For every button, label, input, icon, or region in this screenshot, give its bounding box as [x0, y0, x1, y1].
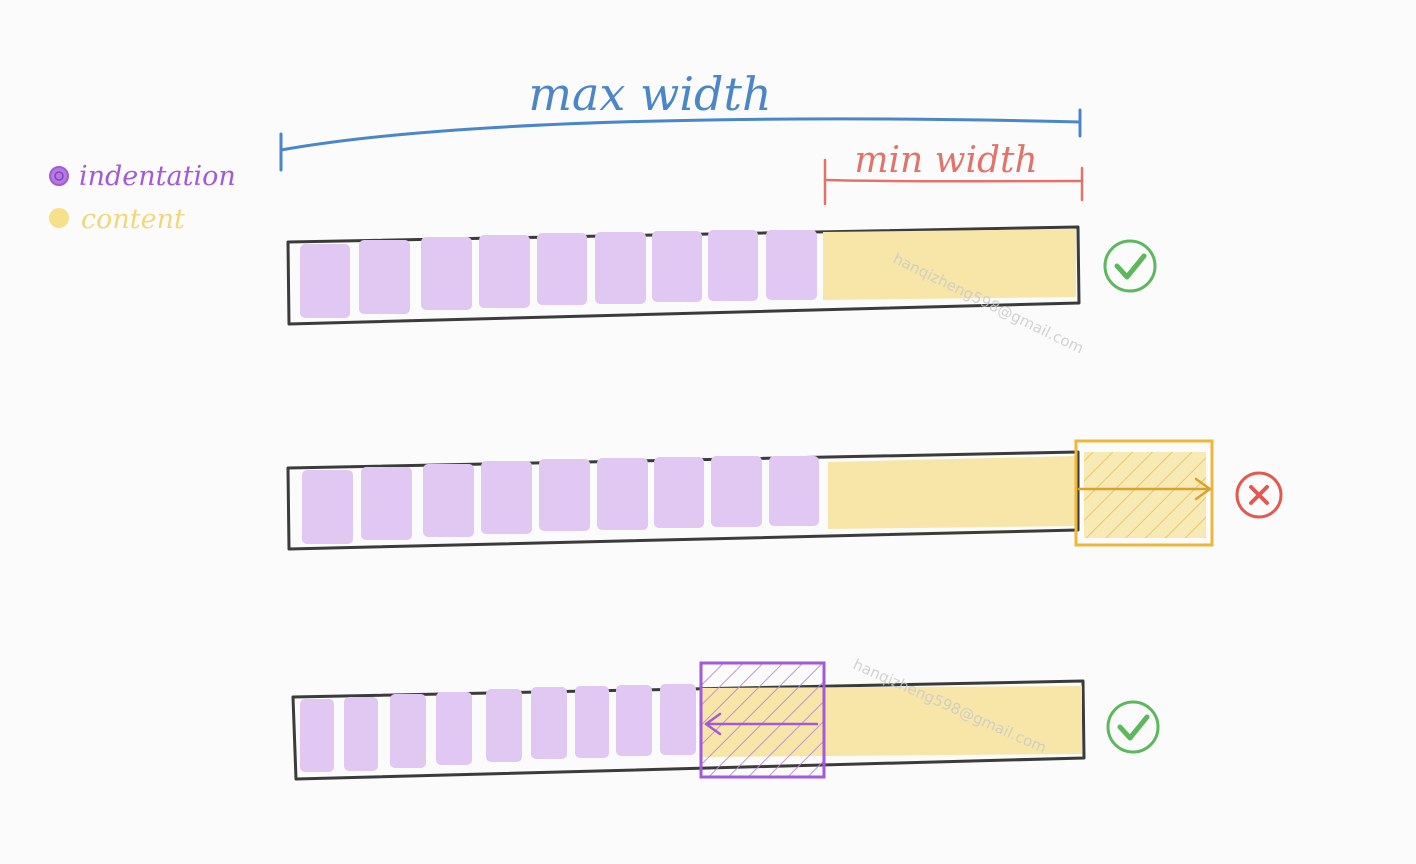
indent-block	[302, 470, 353, 544]
indent-block	[616, 685, 652, 756]
indent-block	[537, 233, 587, 305]
indent-block	[711, 456, 762, 527]
row-3-shrink-box	[699, 661, 826, 779]
indent-block	[595, 232, 646, 304]
min-width-label: min width	[854, 140, 1037, 181]
legend-swatch-content	[49, 208, 69, 228]
indent-block	[652, 231, 702, 302]
row-2-status-x-circle-icon	[1235, 471, 1283, 519]
row-2	[286, 439, 1283, 551]
max-width-bracket	[279, 117, 1082, 152]
min-width-bracket	[823, 178, 1084, 183]
min-width-annotation: min width	[823, 140, 1084, 206]
legend-item-content: content	[49, 204, 185, 235]
legend-item-indentation: indentation	[49, 161, 236, 192]
row-1	[286, 225, 1157, 326]
indent-block	[390, 694, 426, 768]
indent-block	[769, 456, 819, 526]
indent-block	[479, 235, 530, 308]
row-1-status-check-circle-icon	[1103, 239, 1157, 293]
indent-block	[531, 687, 567, 759]
legend-swatch-indentation	[49, 166, 69, 186]
legend-label-content: content	[81, 204, 185, 235]
indent-block	[766, 230, 817, 300]
indent-block	[539, 459, 590, 531]
max-width-annotation: max width	[279, 67, 1082, 172]
indent-block	[300, 244, 350, 318]
indent-block	[660, 684, 696, 755]
indent-block	[359, 240, 410, 314]
row-2-content	[828, 456, 1076, 529]
row-3	[291, 661, 1160, 781]
row-1-content	[823, 229, 1076, 300]
indent-block	[421, 237, 472, 310]
indent-block	[486, 689, 522, 762]
indent-block	[654, 457, 704, 528]
row-3-indentation-blocks	[300, 684, 696, 772]
indent-block	[708, 230, 758, 301]
row-3-status-check-circle-icon	[1106, 700, 1160, 754]
arrow-right-icon	[1194, 477, 1212, 501]
indent-block	[575, 686, 609, 758]
row-1-indentation-blocks	[300, 230, 817, 318]
indent-block	[597, 458, 648, 530]
legend: indentation content	[49, 161, 236, 235]
row-2-indentation-blocks	[302, 456, 819, 544]
indent-block	[344, 697, 378, 771]
legend-label-indentation: indentation	[79, 161, 236, 192]
indent-block	[361, 467, 412, 540]
arrow-left-icon	[704, 712, 722, 736]
indent-block	[423, 464, 474, 537]
max-width-label: max width	[528, 67, 771, 121]
indent-block	[436, 692, 472, 765]
indent-block	[300, 699, 334, 772]
indent-block	[481, 461, 532, 534]
row-2-overflow-box	[1074, 439, 1214, 547]
